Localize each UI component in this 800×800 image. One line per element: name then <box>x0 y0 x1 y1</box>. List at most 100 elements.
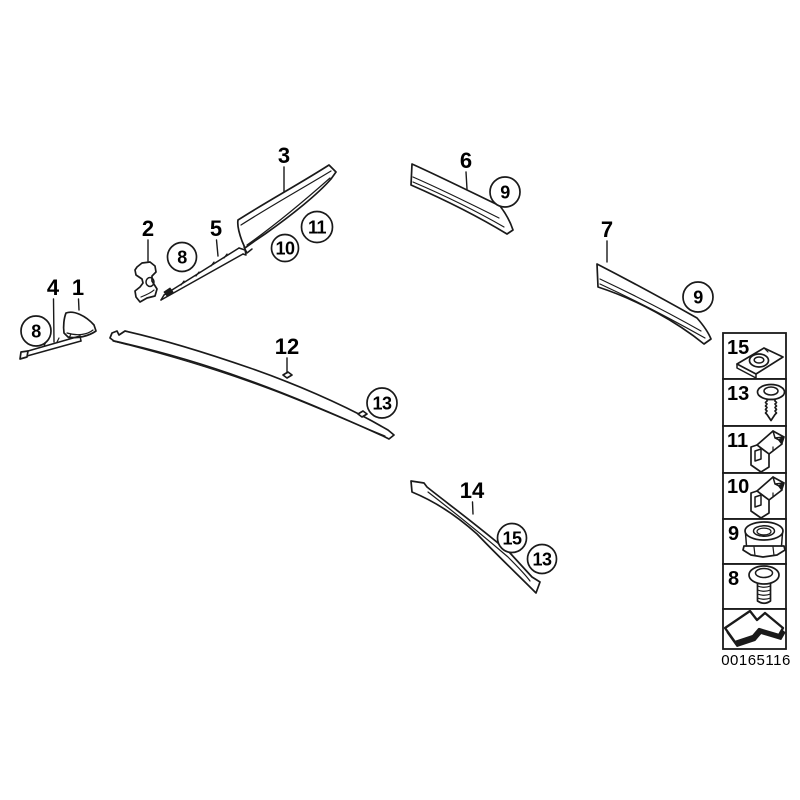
part-6-outline <box>410 163 514 235</box>
part-4-tick-3 <box>68 333 72 339</box>
part-12-inner-line <box>112 340 386 437</box>
callout-number: 11 <box>308 218 327 238</box>
callout-circle <box>366 387 398 419</box>
leader-line-4 <box>52 298 55 343</box>
legend-item-10[interactable]: 10 <box>722 472 787 520</box>
callout-circle <box>682 281 714 313</box>
part-5-top-edge <box>163 247 240 296</box>
part-label-14[interactable]: 14 <box>460 478 485 503</box>
part-3-end-tab <box>243 246 253 254</box>
part-12-outline <box>109 330 395 440</box>
callout-number: 8 <box>177 248 187 268</box>
part-5-tick-1 <box>180 280 185 286</box>
callout-number: 10 <box>275 239 295 259</box>
leader-line-14 <box>471 501 474 515</box>
legend-item-15[interactable]: 15 <box>722 332 787 380</box>
part-12-long-trim-strip[interactable] <box>109 330 395 440</box>
trim-clip-icon <box>750 430 785 473</box>
part-14-rear-trim-strip[interactable] <box>410 480 541 594</box>
part-2-inner-line <box>140 289 155 298</box>
callout-number: 15 <box>502 529 522 549</box>
part-label-5[interactable]: 5 <box>210 216 222 241</box>
part-label-12[interactable]: 12 <box>275 334 299 359</box>
part-1-wedge-trim[interactable] <box>62 311 97 339</box>
callout-number: 8 <box>31 322 41 342</box>
callout-circle <box>489 176 521 208</box>
part-2-hole <box>145 276 155 288</box>
callout-10[interactable]: 10 <box>270 233 300 263</box>
button-head-screw-icon <box>748 565 780 605</box>
legend-number: 11 <box>727 430 748 452</box>
part-label-3[interactable]: 3 <box>278 143 290 168</box>
part-label-7[interactable]: 7 <box>601 217 613 242</box>
part-6-inner-line-1 <box>412 176 500 219</box>
callout-15[interactable]: 15 <box>496 522 528 554</box>
callout-number: 9 <box>693 288 703 308</box>
legend-footer-arrow[interactable] <box>722 608 787 650</box>
part-2-end-bracket[interactable] <box>134 261 158 303</box>
part-label-6[interactable]: 6 <box>460 148 472 173</box>
part-7-outline <box>596 263 712 345</box>
part-6-inner-line-2 <box>412 181 505 228</box>
part-7-inner-line-2 <box>599 283 706 339</box>
doc-number: 00165116 <box>721 652 791 669</box>
callout-circle <box>496 522 528 554</box>
part-5-mounting-rail[interactable] <box>160 247 247 301</box>
part-label-2[interactable]: 2 <box>142 216 154 241</box>
part-4-right-cap <box>79 335 82 342</box>
part-5-left-cap <box>160 294 165 301</box>
part-6-front-door-trim[interactable] <box>410 163 514 235</box>
legend-item-8[interactable]: 8 <box>722 563 787 610</box>
part-4-mounting-rail[interactable] <box>19 333 82 360</box>
speed-nut-icon <box>736 347 784 379</box>
part-4-top-edge <box>27 335 81 352</box>
part-5-tick-2 <box>195 271 200 277</box>
callout-8-left[interactable]: 8 <box>20 315 52 347</box>
part-label-4[interactable]: 4 <box>47 275 60 300</box>
part-7-rear-door-trim[interactable] <box>596 263 712 345</box>
part-3-lip-line <box>246 177 331 246</box>
callout-circle <box>526 543 558 575</box>
callout-number: 13 <box>372 394 392 414</box>
callout-circle <box>300 210 334 244</box>
part-14-outline <box>410 480 541 594</box>
part-14-inner-line <box>427 491 531 582</box>
part-5-end-hook <box>238 247 247 256</box>
legend-item-9[interactable]: 9 <box>722 518 787 565</box>
part-7-inner-line-1 <box>599 278 702 332</box>
callout-number: 13 <box>532 550 552 570</box>
leader-line-5 <box>215 239 219 257</box>
flange-lock-nut-icon <box>742 521 786 558</box>
part-1-outline <box>62 311 97 339</box>
callout-circle <box>20 315 52 347</box>
legend-item-13[interactable]: 13 <box>722 378 787 427</box>
callout-circle <box>166 241 198 273</box>
leader-line-1 <box>77 298 80 311</box>
tapping-screw-icon <box>756 383 786 422</box>
part-5-bottom-edge <box>160 253 244 301</box>
part-4-bottom-edge <box>26 340 82 357</box>
part-12-clip-nub-end <box>357 410 368 418</box>
part-5-tick-3 <box>210 261 215 267</box>
callout-number: 9 <box>500 183 510 203</box>
part-1-inner-line <box>66 329 94 336</box>
legend-number: 10 <box>727 476 749 498</box>
leader-line-6 <box>465 171 468 190</box>
callout-9-front-door[interactable]: 9 <box>489 176 521 208</box>
callout-13-rear[interactable]: 13 <box>526 543 558 575</box>
legend-number: 15 <box>727 337 749 359</box>
callout-11[interactable]: 11 <box>300 210 334 244</box>
callout-8-mid[interactable]: 8 <box>166 241 198 273</box>
callout-circle <box>270 233 300 263</box>
callout-13-dash[interactable]: 13 <box>366 387 398 419</box>
direction-arrow-icon <box>723 609 786 647</box>
part-label-1[interactable]: 1 <box>72 275 84 300</box>
part-4-tick-2 <box>56 337 60 343</box>
part-4-end-hook <box>19 350 29 360</box>
part-3-dashboard-trim[interactable] <box>236 164 337 254</box>
legend-item-11[interactable]: 11 <box>722 425 787 474</box>
callout-9-rear-door[interactable]: 9 <box>682 281 714 313</box>
legend-number: 13 <box>727 383 749 405</box>
